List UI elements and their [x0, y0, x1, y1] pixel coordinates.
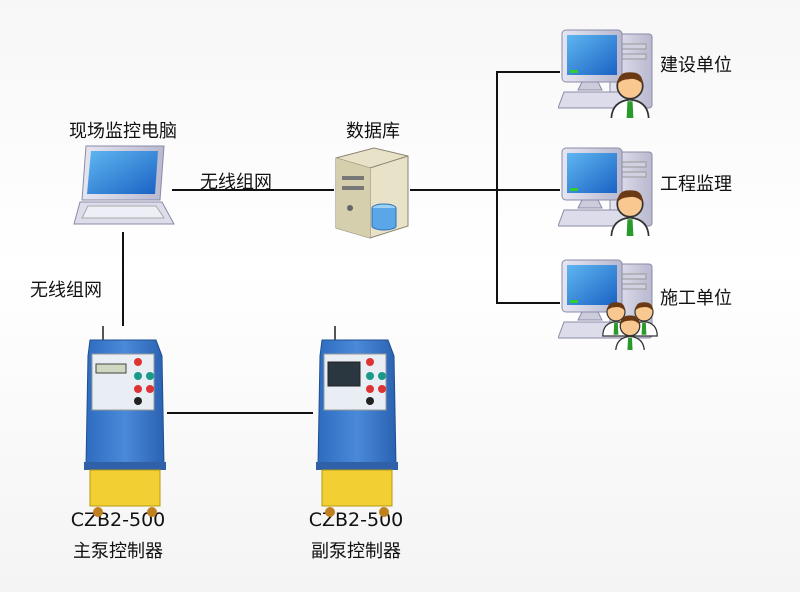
link-laptop-pump [122, 232, 124, 326]
sub-pump-controller-icon [316, 326, 399, 518]
sub-pump-label: 副泵控制器 [311, 541, 401, 562]
main-pump-label: 主泵控制器 [73, 541, 163, 562]
link-db-trunk [410, 189, 498, 191]
construction-unit-computer-icon [558, 29, 653, 118]
contractor-computer-group-icon [558, 259, 658, 350]
trunk-vertical [496, 71, 498, 304]
laptop-icon [73, 145, 175, 225]
branch-construction [496, 71, 560, 73]
laptop-label: 现场监控电脑 [69, 121, 177, 142]
server-database-icon [335, 147, 409, 239]
supervision-computer-icon [558, 147, 653, 236]
database-label: 数据库 [346, 121, 400, 142]
link-laptop-db [172, 189, 334, 191]
branch-supervision [496, 189, 560, 191]
branch-contractor [496, 302, 560, 304]
wireless-label-left: 无线组网 [30, 280, 102, 301]
wireless-label-top: 无线组网 [200, 172, 272, 193]
supervision-label: 工程监理 [660, 174, 732, 195]
main-pump-controller-icon [84, 326, 167, 518]
link-pumps [167, 412, 313, 414]
contractor-label: 施工单位 [660, 288, 732, 309]
construction-unit-label: 建设单位 [660, 55, 732, 76]
